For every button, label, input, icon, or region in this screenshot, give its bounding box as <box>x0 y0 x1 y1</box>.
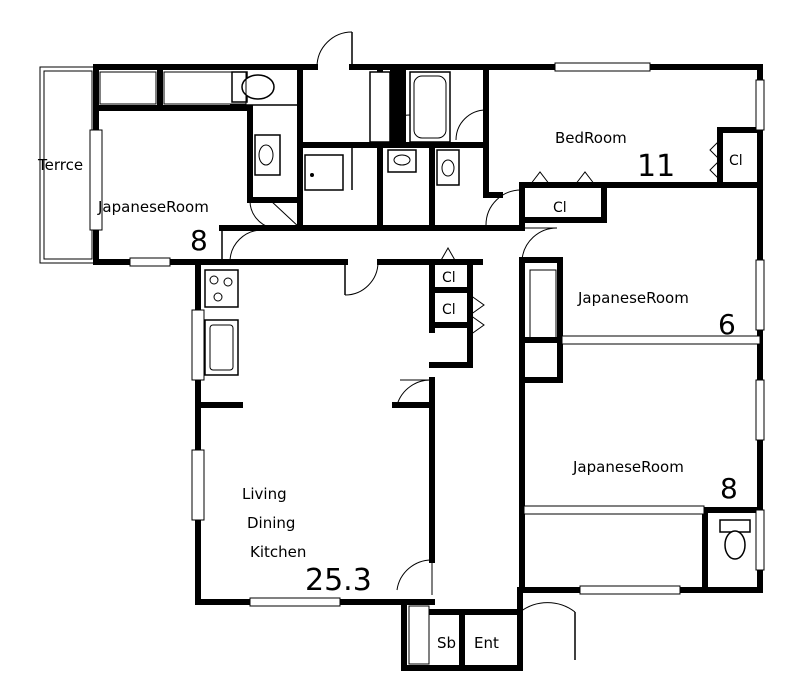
shoe-box-label: Sb <box>437 634 456 652</box>
closet-hall-lower-label: Cl <box>442 302 456 318</box>
ldk-size: 25.3 <box>305 563 372 598</box>
toilet-icon-2 <box>719 519 751 560</box>
japanese-room-west-size: 8 <box>190 224 208 257</box>
japanese-room-east-lower-size: 8 <box>720 472 738 505</box>
washing-machine-icon <box>304 154 344 191</box>
japanese-room-west-label: JapaneseRoom <box>97 198 209 216</box>
sink-icon-3 <box>436 149 460 186</box>
ldk-label-line-3: Kitchen <box>250 543 306 561</box>
stove-icon <box>204 269 239 308</box>
terrace-label: Terrce <box>37 156 83 174</box>
japanese-room-east-upper-size: 6 <box>718 308 736 341</box>
sink-icon <box>254 134 281 176</box>
closet-bedroom-right-label: Cl <box>729 153 743 169</box>
closet-shelf-2 <box>163 71 247 105</box>
sink-icon-2 <box>387 149 417 173</box>
closet-shelf <box>99 71 157 105</box>
ldk-label-line-1: Living <box>242 485 287 503</box>
closet-hall-upper-label: Cl <box>442 270 456 286</box>
bedroom-size: 11 <box>637 149 675 184</box>
bathtub-icon <box>369 71 451 143</box>
windows <box>89 62 765 607</box>
closet-bedroom-bottom-label: Cl <box>553 200 567 216</box>
kitchen-sink-icon <box>204 319 239 376</box>
shoe-box-shelf <box>408 605 430 665</box>
labels: Terrce JapaneseRoom 8 BedRoom 11 Cl Cl C… <box>37 129 743 652</box>
alcove <box>529 269 557 339</box>
toilet-icon <box>231 71 275 103</box>
entrance-label: Ent <box>474 634 499 652</box>
fixtures <box>99 71 751 665</box>
japanese-room-east-lower-label: JapaneseRoom <box>572 458 684 476</box>
japanese-room-east-upper-label: JapaneseRoom <box>577 289 689 307</box>
bedroom-label: BedRoom <box>555 129 627 147</box>
doors <box>229 31 721 660</box>
ldk-label-line-2: Dining <box>247 514 295 532</box>
